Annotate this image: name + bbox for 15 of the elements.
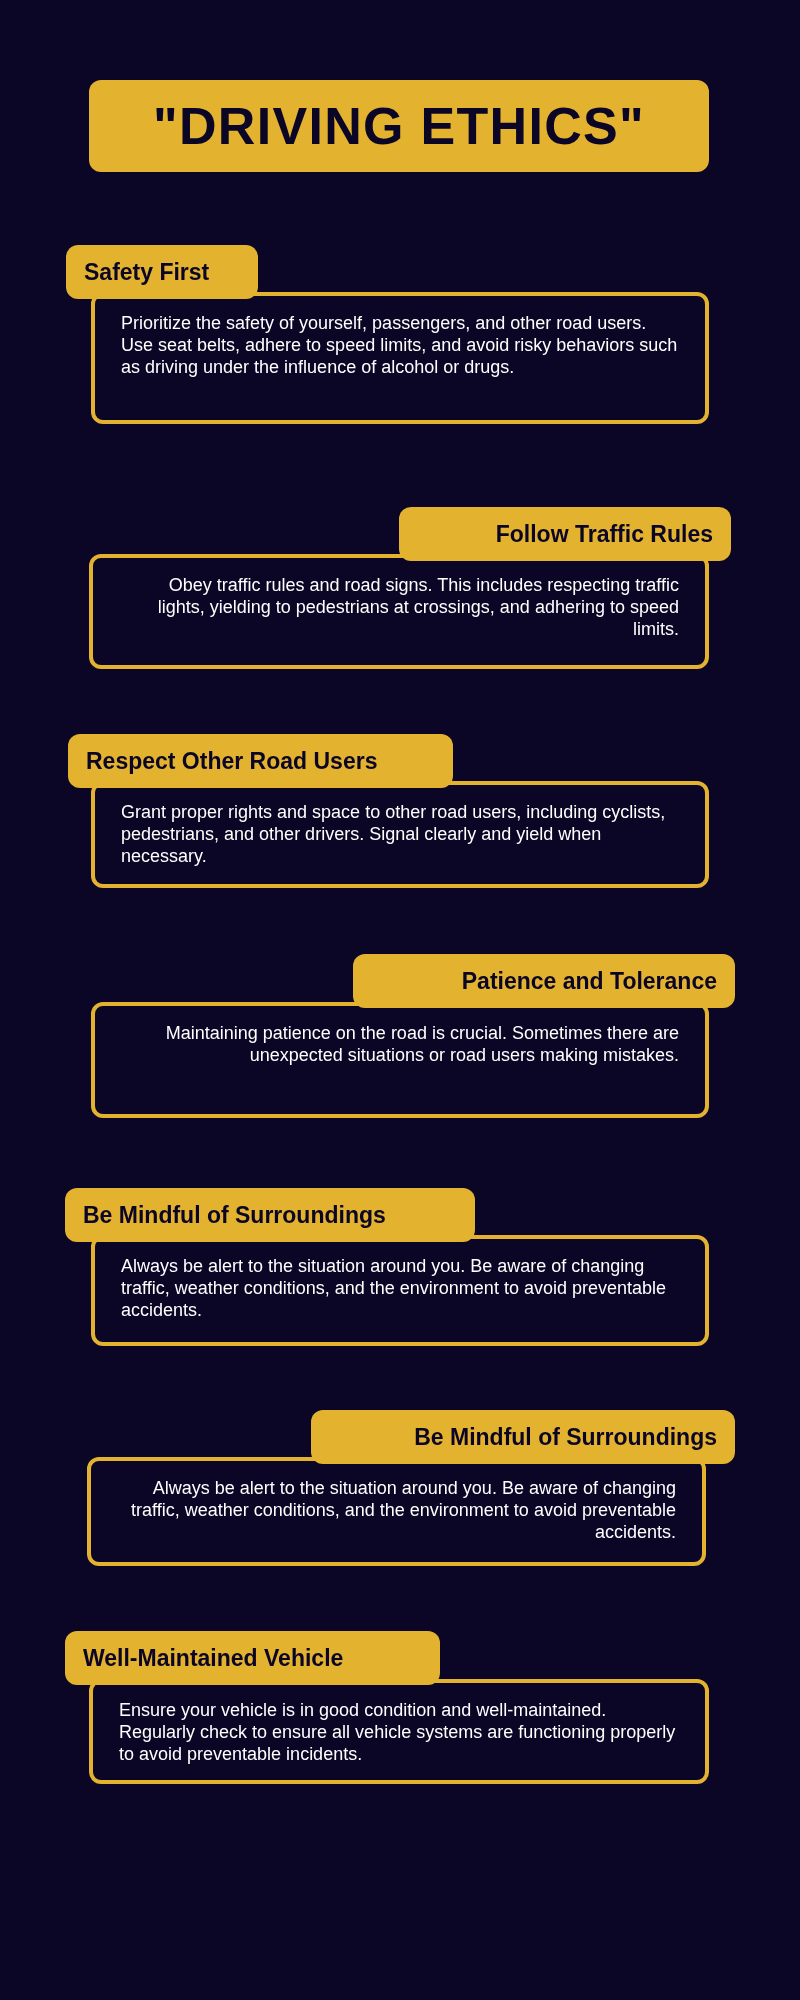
- title-banner: "DRIVING ETHICS": [89, 80, 709, 172]
- card-heading-tag: Follow Traffic Rules: [399, 507, 731, 561]
- card-body-text: Maintaining patience on the road is crucial. Sometimes there are unexpected situations or road users making mistakes.: [165, 1023, 679, 1065]
- card-body-text: Prioritize the safety of yourself, passengers, and other road users. Use seat belts, adhere to speed limits, and avoid risky behaviors such as driving under the influence of alcohol or drugs.: [121, 313, 678, 377]
- card-body-text: Always be alert to the situation around you. Be aware of changing traffic, weather conditions, and the environment to avoid preventable accidents.: [121, 1256, 666, 1320]
- card-body-text: Always be alert to the situation around you. Be aware of changing traffic, weather conditions, and the environment to avoid preventable accidents.: [131, 1478, 676, 1542]
- card-body-text: Ensure your vehicle is in good condition and well-maintained. Regularly check to ensure all vehicle systems are functioning properly to avoid preventable incidents.: [119, 1700, 676, 1764]
- card-body-text: Grant proper rights and space to other road users, including cyclists, pedestrians, and other drivers. Signal clearly and yield when necessary.: [121, 802, 666, 866]
- card-heading-tag: Be Mindful of Surroundings: [311, 1410, 735, 1464]
- card-heading-tag: Safety First: [66, 245, 258, 299]
- card-heading-tag: Be Mindful of Surroundings: [65, 1188, 475, 1242]
- card-heading-tag: Well-Maintained Vehicle: [65, 1631, 440, 1685]
- card-heading-tag: Respect Other Road Users: [68, 734, 453, 788]
- card-heading-tag: Patience and Tolerance: [353, 954, 735, 1008]
- card-body-text: Obey traffic rules and road signs. This includes respecting traffic lights, yielding to pedestrians at crossings, and adhering to speed limits.: [157, 575, 679, 639]
